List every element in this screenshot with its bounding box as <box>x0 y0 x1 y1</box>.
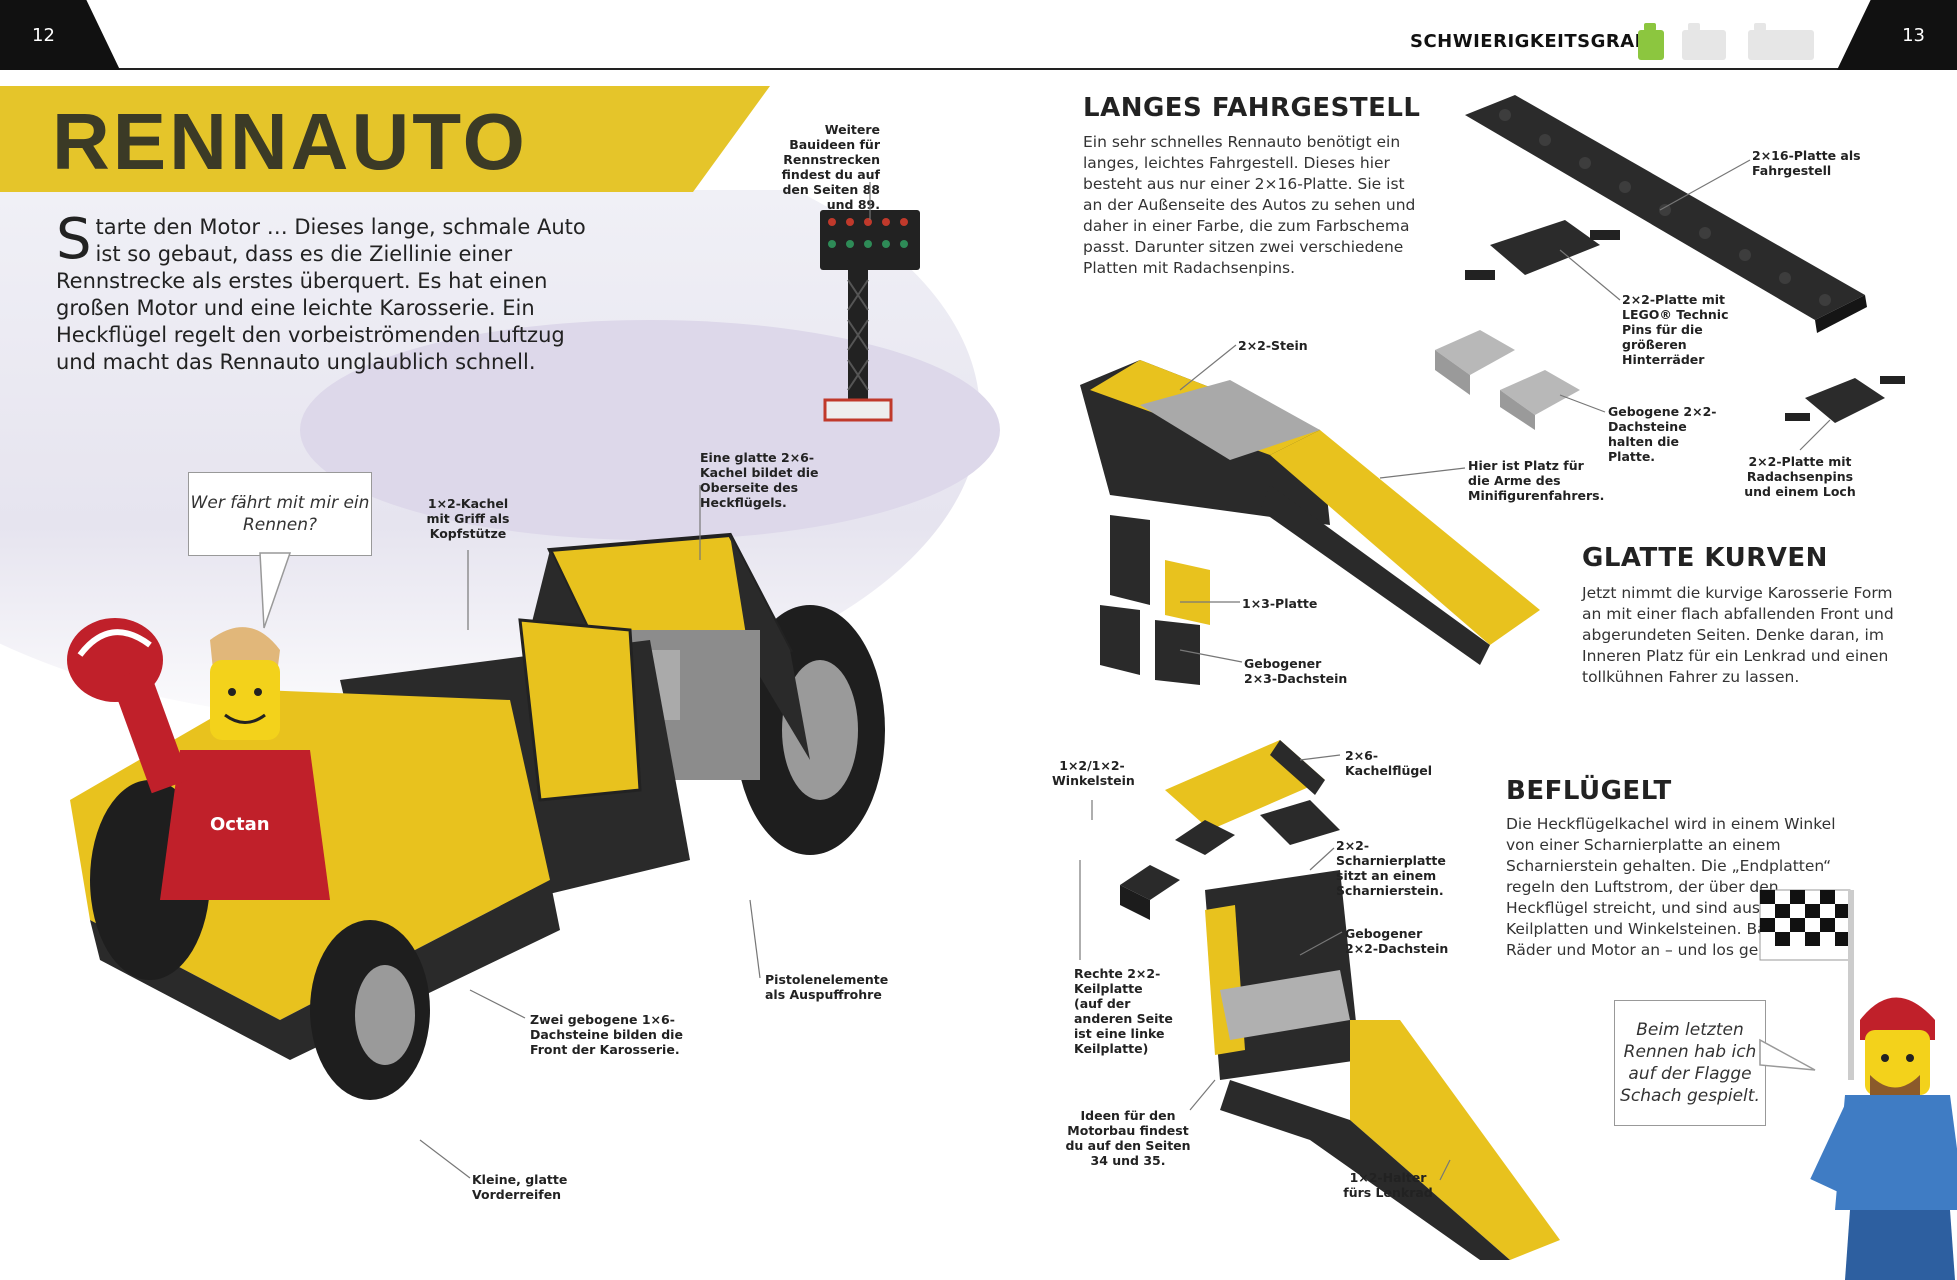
callout-platte-loch: 2×2-Platte mit Radachsenpins und einem L… <box>1744 454 1856 499</box>
mechanic-minifigure-image <box>1759 889 1957 1280</box>
callout-platz-arme: Hier ist Platz für die Arme des Minifigu… <box>1468 458 1605 503</box>
text-befluegelt: Die Heckflügelkachel wird in einem Winke… <box>1506 815 1836 959</box>
plate-loch-image <box>1785 376 1905 423</box>
wing-build-image <box>1120 740 1560 1260</box>
callout-kachel-griff: 1×2-Kachel mit Griff als Kopfstütze <box>426 496 510 541</box>
callout-platte-technic: 2×2-Platte mit LEGO® Technic Pins für di… <box>1622 292 1729 367</box>
speech-bubble-tail-right <box>1759 1038 1816 1071</box>
text-glatte-kurven: Jetzt nimmt die kurvige Karosserie Form … <box>1582 584 1894 686</box>
body-build-image <box>1080 360 1540 685</box>
page-number-right: 13 <box>1837 0 1957 70</box>
heading-glatte-kurven: GLATTE KURVEN <box>1582 543 1828 573</box>
callout-pistolen: Pistolenelemente als Auspuffrohre <box>765 972 889 1002</box>
callout-stein-2x2: 2×2-Stein <box>1238 338 1308 353</box>
drop-cap: S <box>56 207 92 272</box>
callout-dachstein-2x2: Gebogener 2×2-Dachstein <box>1345 926 1449 956</box>
speech-bubble-tail-left <box>259 552 292 629</box>
callout-gebogene-dach: Gebogene 2×2-Dachsteine halten die Platt… <box>1608 404 1717 464</box>
callout-keilplatte: Rechte 2×2-Keilplatte (auf der anderen S… <box>1074 966 1173 1056</box>
svg-text:Octan: Octan <box>210 814 270 835</box>
track-swoosh <box>300 320 1000 540</box>
title-band <box>0 86 770 192</box>
callout-bauideen: Weitere Bauideen für Rennstrecken findes… <box>781 122 880 212</box>
page-header <box>0 0 1957 70</box>
driver-minifigure-image: Octan <box>67 618 330 900</box>
callout-halter: 1×2-Halter fürs Lenkrad <box>1343 1170 1433 1200</box>
plate-technic-image <box>1465 220 1620 280</box>
callout-platte-1x3: 1×3-Platte <box>1242 596 1318 611</box>
grey-dachsteine-image <box>1435 330 1580 430</box>
callout-glatte-kachel: Eine glatte 2×6-Kachel bildet die Oberse… <box>700 450 819 510</box>
difficulty-brick-2 <box>1682 23 1726 60</box>
callout-dachsteine-front: Zwei gebogene 1×6-Dachsteine bilden die … <box>530 1012 683 1057</box>
callout-platte-2x16: 2×16-Platte als Fahrgestell <box>1752 148 1861 178</box>
speech-bubble-left: Wer fährt mit mir ein Rennen? <box>188 472 372 556</box>
page-title: RENNAUTO <box>52 97 528 186</box>
callout-kachelfluegel: 2×6-Kachelflügel <box>1345 748 1433 778</box>
callout-motorbau: Ideen für den Motorbau findest du auf de… <box>1065 1108 1191 1168</box>
heading-langes-fahrgestell: LANGES FAHRGESTELL <box>1083 93 1421 123</box>
callout-winkelstein: 1×2/1×2-Winkelstein <box>1052 758 1135 788</box>
start-light-tower-image <box>820 210 920 422</box>
heading-befluegelt: BEFLÜGELT <box>1506 776 1672 806</box>
text-langes-fahrgestell: Ein sehr schnelles Rennauto benötigt ein… <box>1083 133 1416 277</box>
difficulty-brick-3 <box>1748 23 1814 60</box>
callout-vorderreifen: Kleine, glatte Vorderreifen <box>472 1172 568 1202</box>
callout-scharnier: 2×2-Scharnierplatte sitzt an einem Schar… <box>1336 838 1446 898</box>
callout-dachstein-2x3: Gebogener 2×3-Dachstein <box>1244 656 1348 686</box>
header-rule <box>0 68 1957 70</box>
intro-text: tarte den Motor … Dieses lange, schmale … <box>56 215 586 374</box>
speech-bubble-right: Beim letzten Rennen hab ich auf der Flag… <box>1614 1000 1766 1126</box>
difficulty-label: SCHWIERIGKEITSGRAD <box>1410 31 1651 52</box>
difficulty-brick-1 <box>1638 23 1664 60</box>
